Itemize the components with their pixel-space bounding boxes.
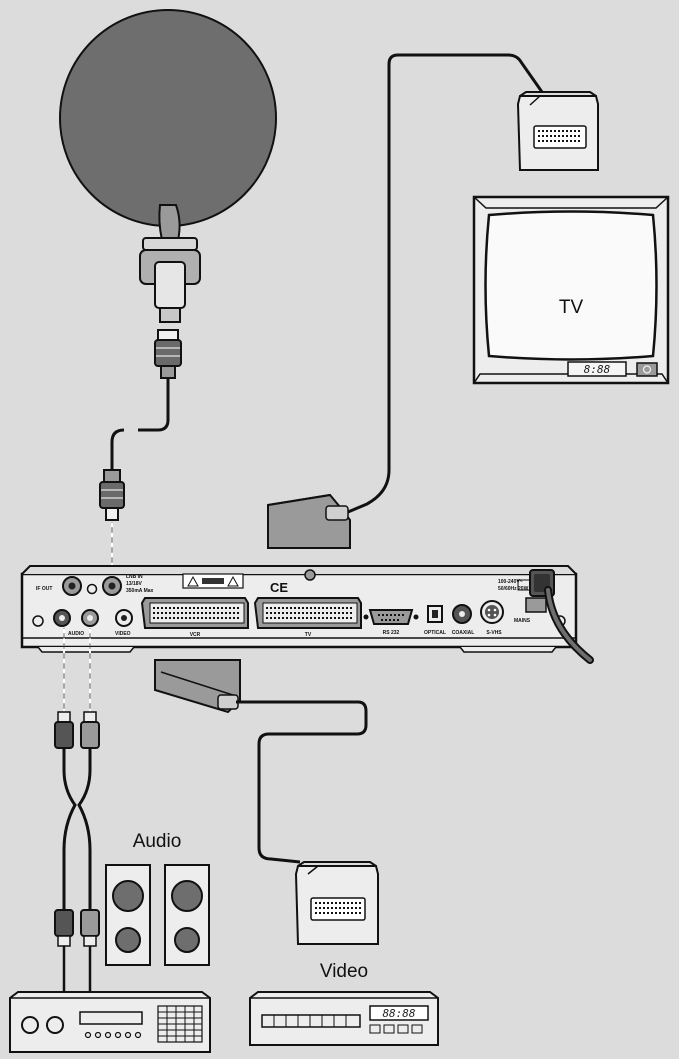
lnb-spec-1: 13/18V xyxy=(126,581,143,587)
mains-label: MAINS xyxy=(514,618,531,624)
if-out-socket xyxy=(62,576,82,596)
warning-label xyxy=(182,573,244,589)
coax-cable xyxy=(110,378,170,470)
rca-plug-pair-top xyxy=(54,711,100,749)
video-recorder xyxy=(249,991,439,1046)
tv-set xyxy=(472,195,670,385)
lnb-in-label: LNB IN xyxy=(126,574,143,580)
optical-label: OPTICAL xyxy=(424,630,446,636)
vcr-clock-display: 88:88 xyxy=(382,1007,415,1020)
satellite-dish xyxy=(59,9,277,241)
vcr-scart-label: VCR xyxy=(190,632,201,638)
lnb-cable-connector xyxy=(154,329,182,379)
s-video-label: S-VHS xyxy=(486,630,502,636)
scart-plug-receiver-tv xyxy=(267,493,351,549)
ce-mark: CE xyxy=(270,580,288,595)
s-video-port xyxy=(480,600,504,624)
screw-icon xyxy=(86,583,98,595)
audio-amplifier xyxy=(9,991,211,1053)
audio-left-socket xyxy=(53,609,71,627)
coaxial-port xyxy=(452,604,472,624)
speaker-left xyxy=(105,864,151,966)
audio-right-socket xyxy=(81,609,99,627)
rca-plug-pair-bottom xyxy=(54,909,100,996)
receiver-coax-connector xyxy=(99,469,125,575)
optical-port xyxy=(427,605,443,623)
audio-socket-label: AUDIO xyxy=(68,631,84,637)
scart-plug-receiver-vcr xyxy=(154,659,241,714)
video-label: Video xyxy=(320,961,368,982)
tv-clock-display: 8:88 xyxy=(584,363,611,376)
video-rca-socket xyxy=(115,609,133,627)
power-spec-2: 50/60Hz 20W xyxy=(498,586,529,592)
lnb-in-socket xyxy=(102,576,122,596)
scart-cable-tv xyxy=(347,53,544,514)
video-socket-label: VIDEO xyxy=(115,631,131,637)
power-cable-inner xyxy=(546,588,592,662)
lnb-spec-2: 350mA Max xyxy=(126,588,154,594)
scart-cable-vcr xyxy=(236,700,368,864)
scart-plug-tv-end xyxy=(516,91,599,171)
audio-rca-cable xyxy=(62,748,92,910)
if-out-label: IF OUT xyxy=(36,586,52,592)
rs232-port xyxy=(363,609,419,625)
speaker-right xyxy=(164,864,210,966)
tv-scart-label: TV xyxy=(305,632,312,638)
vcr-scart-socket xyxy=(140,597,249,629)
rs232-label: RS 232 xyxy=(383,630,400,636)
tv-scart-socket xyxy=(253,597,362,629)
scart-plug-vcr-end xyxy=(294,861,379,945)
audio-label: Audio xyxy=(133,831,182,852)
tv-label: TV xyxy=(559,297,584,318)
lnb xyxy=(139,237,201,323)
power-spec-1: 100-240V~ xyxy=(498,579,523,585)
audio-rca-guides xyxy=(63,628,91,712)
coaxial-label: COAXIAL xyxy=(452,630,475,636)
